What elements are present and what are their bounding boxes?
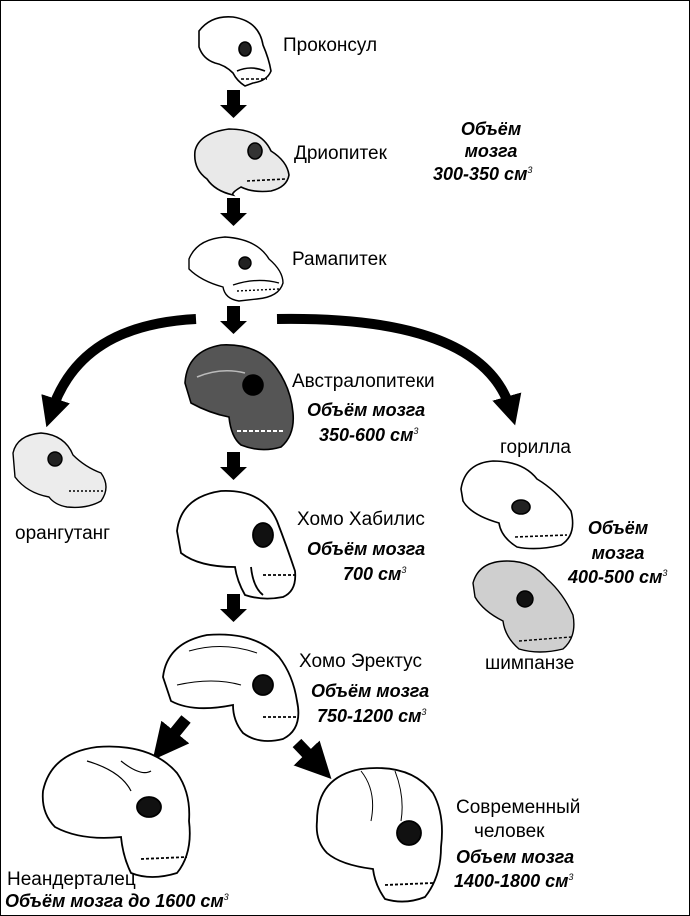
arrow-erectus-to-neanderthal [152,715,191,760]
arrow-proconsul-to-dryopithecus [220,90,247,118]
label-dryopithecus: Дриопитек [294,143,387,164]
label-modern-line2: человек [474,821,545,842]
label-orangutan: орангутанг [15,523,111,544]
label-proconsul: Проконсул [283,35,378,56]
ramapithecus-skull [188,236,284,302]
chimpanzee-skull [472,560,575,653]
erectus-skull [162,633,300,742]
label-modern-line1: Современный [456,797,581,818]
label-neanderthal: Неандерталец [7,869,136,890]
label-ramapithecus: Рамапитек [292,249,387,270]
arrow-erectus-to-modern [292,738,332,780]
australopithecus-skull [184,344,295,451]
arrow-branch-gorilla [276,313,522,426]
arrow-dryopithecus-to-ramapithecus [220,198,247,226]
label-chimpanzee: шимпанзе [485,653,575,674]
gorilla-skull [460,460,574,550]
arrow-australopithecus-to-habilis [220,452,247,480]
arrow-ramapithecus-to-australopithecus [220,306,247,334]
dryopithecus-skull [193,128,290,197]
label-australopithecus: Австралопитеки [292,371,435,392]
arrow-branch-orangutan [41,314,197,428]
arrow-habilis-to-erectus [220,594,247,622]
habilis-skull [176,490,297,600]
label-habilis: Хомо Хабилис [297,509,425,530]
label-gorilla: горилла [500,437,571,458]
orangutan-skull [12,432,107,509]
modern-human-skull [315,767,443,903]
neanderthal-skull [41,745,191,878]
proconsul-skull [198,15,272,87]
label-erectus: Хомо Эректус [299,651,422,672]
